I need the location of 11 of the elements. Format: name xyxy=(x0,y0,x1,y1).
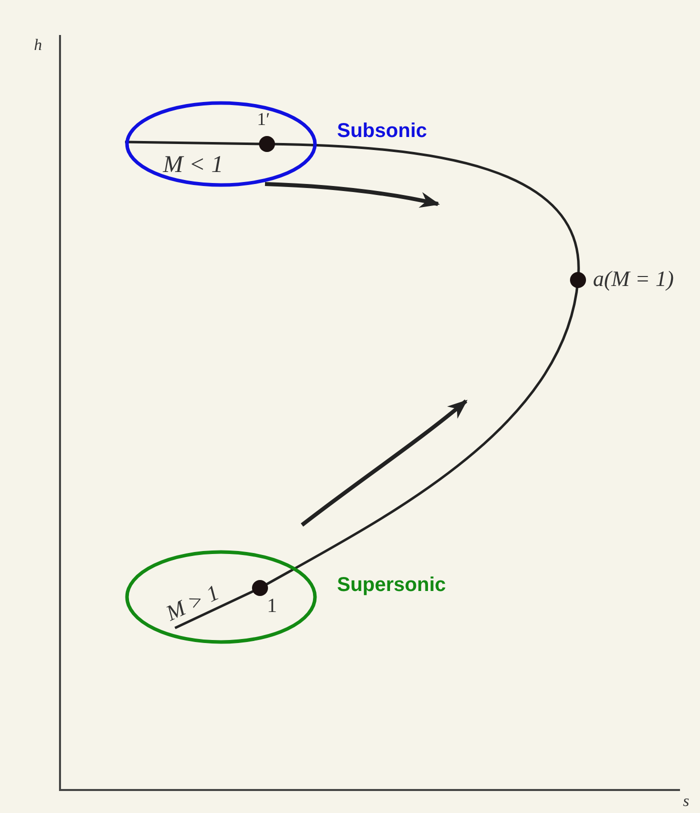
point-label: 1′ xyxy=(257,110,270,128)
mach-condition: M > 1 xyxy=(162,581,222,625)
highlight-ellipse xyxy=(125,101,317,187)
mach-condition: M < 1 xyxy=(163,153,224,177)
point-label: a(M = 1) xyxy=(593,268,674,290)
region-label: Supersonic xyxy=(337,575,446,595)
axis-label: s xyxy=(683,794,690,810)
highlight-ellipse xyxy=(125,550,317,644)
point-label: 1 xyxy=(267,596,277,616)
axis-label: h xyxy=(34,38,42,54)
region-label: Subsonic xyxy=(337,121,428,141)
